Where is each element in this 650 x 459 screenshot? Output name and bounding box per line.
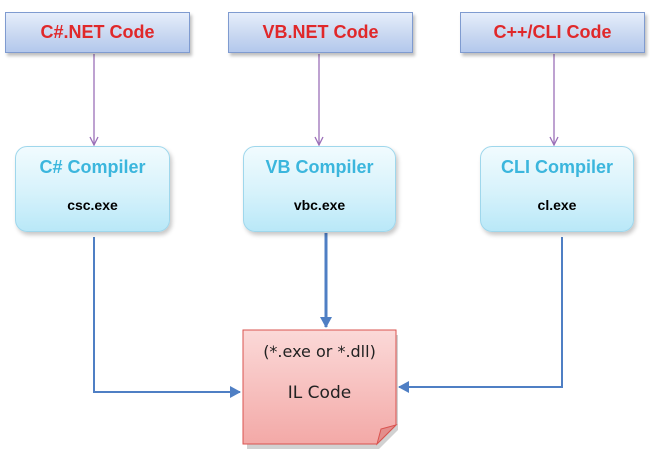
cli-compiler-exe: cl.exe [537, 197, 577, 213]
vb-source-label: VB.NET Code [262, 22, 379, 42]
csharp-compiler-title: C# Compiler [39, 157, 146, 177]
csharp-source-label: C#.NET Code [40, 22, 155, 42]
cli-compiler-box: CLI Compiler cl.exe [480, 146, 634, 232]
vb-compiler-title: VB Compiler [265, 157, 374, 177]
csharp-compiler-exe: csc.exe [67, 197, 118, 213]
vb-compiler-box: VB Compiler vbc.exe [243, 146, 396, 232]
vb-source-box: VB.NET Code [228, 12, 413, 53]
il-file-types: (*.exe or *.dll) [263, 342, 376, 361]
connector-csharp-compiler-to-il [93, 237, 241, 398]
cli-compiler-title: CLI Compiler [500, 157, 613, 177]
il-code-box: (*.exe or *.dll) IL Code [242, 329, 398, 449]
csharp-source-box: C#.NET Code [5, 12, 190, 53]
csharp-compiler-box: C# Compiler csc.exe [15, 146, 170, 232]
folded-note-shape [242, 329, 398, 449]
connector-cli-compiler-to-il [398, 237, 563, 393]
cpp-cli-source-box: C++/CLI Code [460, 12, 645, 53]
cpp-cli-source-label: C++/CLI Code [493, 22, 612, 42]
vb-compiler-exe: vbc.exe [293, 197, 346, 213]
il-code-label: IL Code [287, 383, 352, 403]
